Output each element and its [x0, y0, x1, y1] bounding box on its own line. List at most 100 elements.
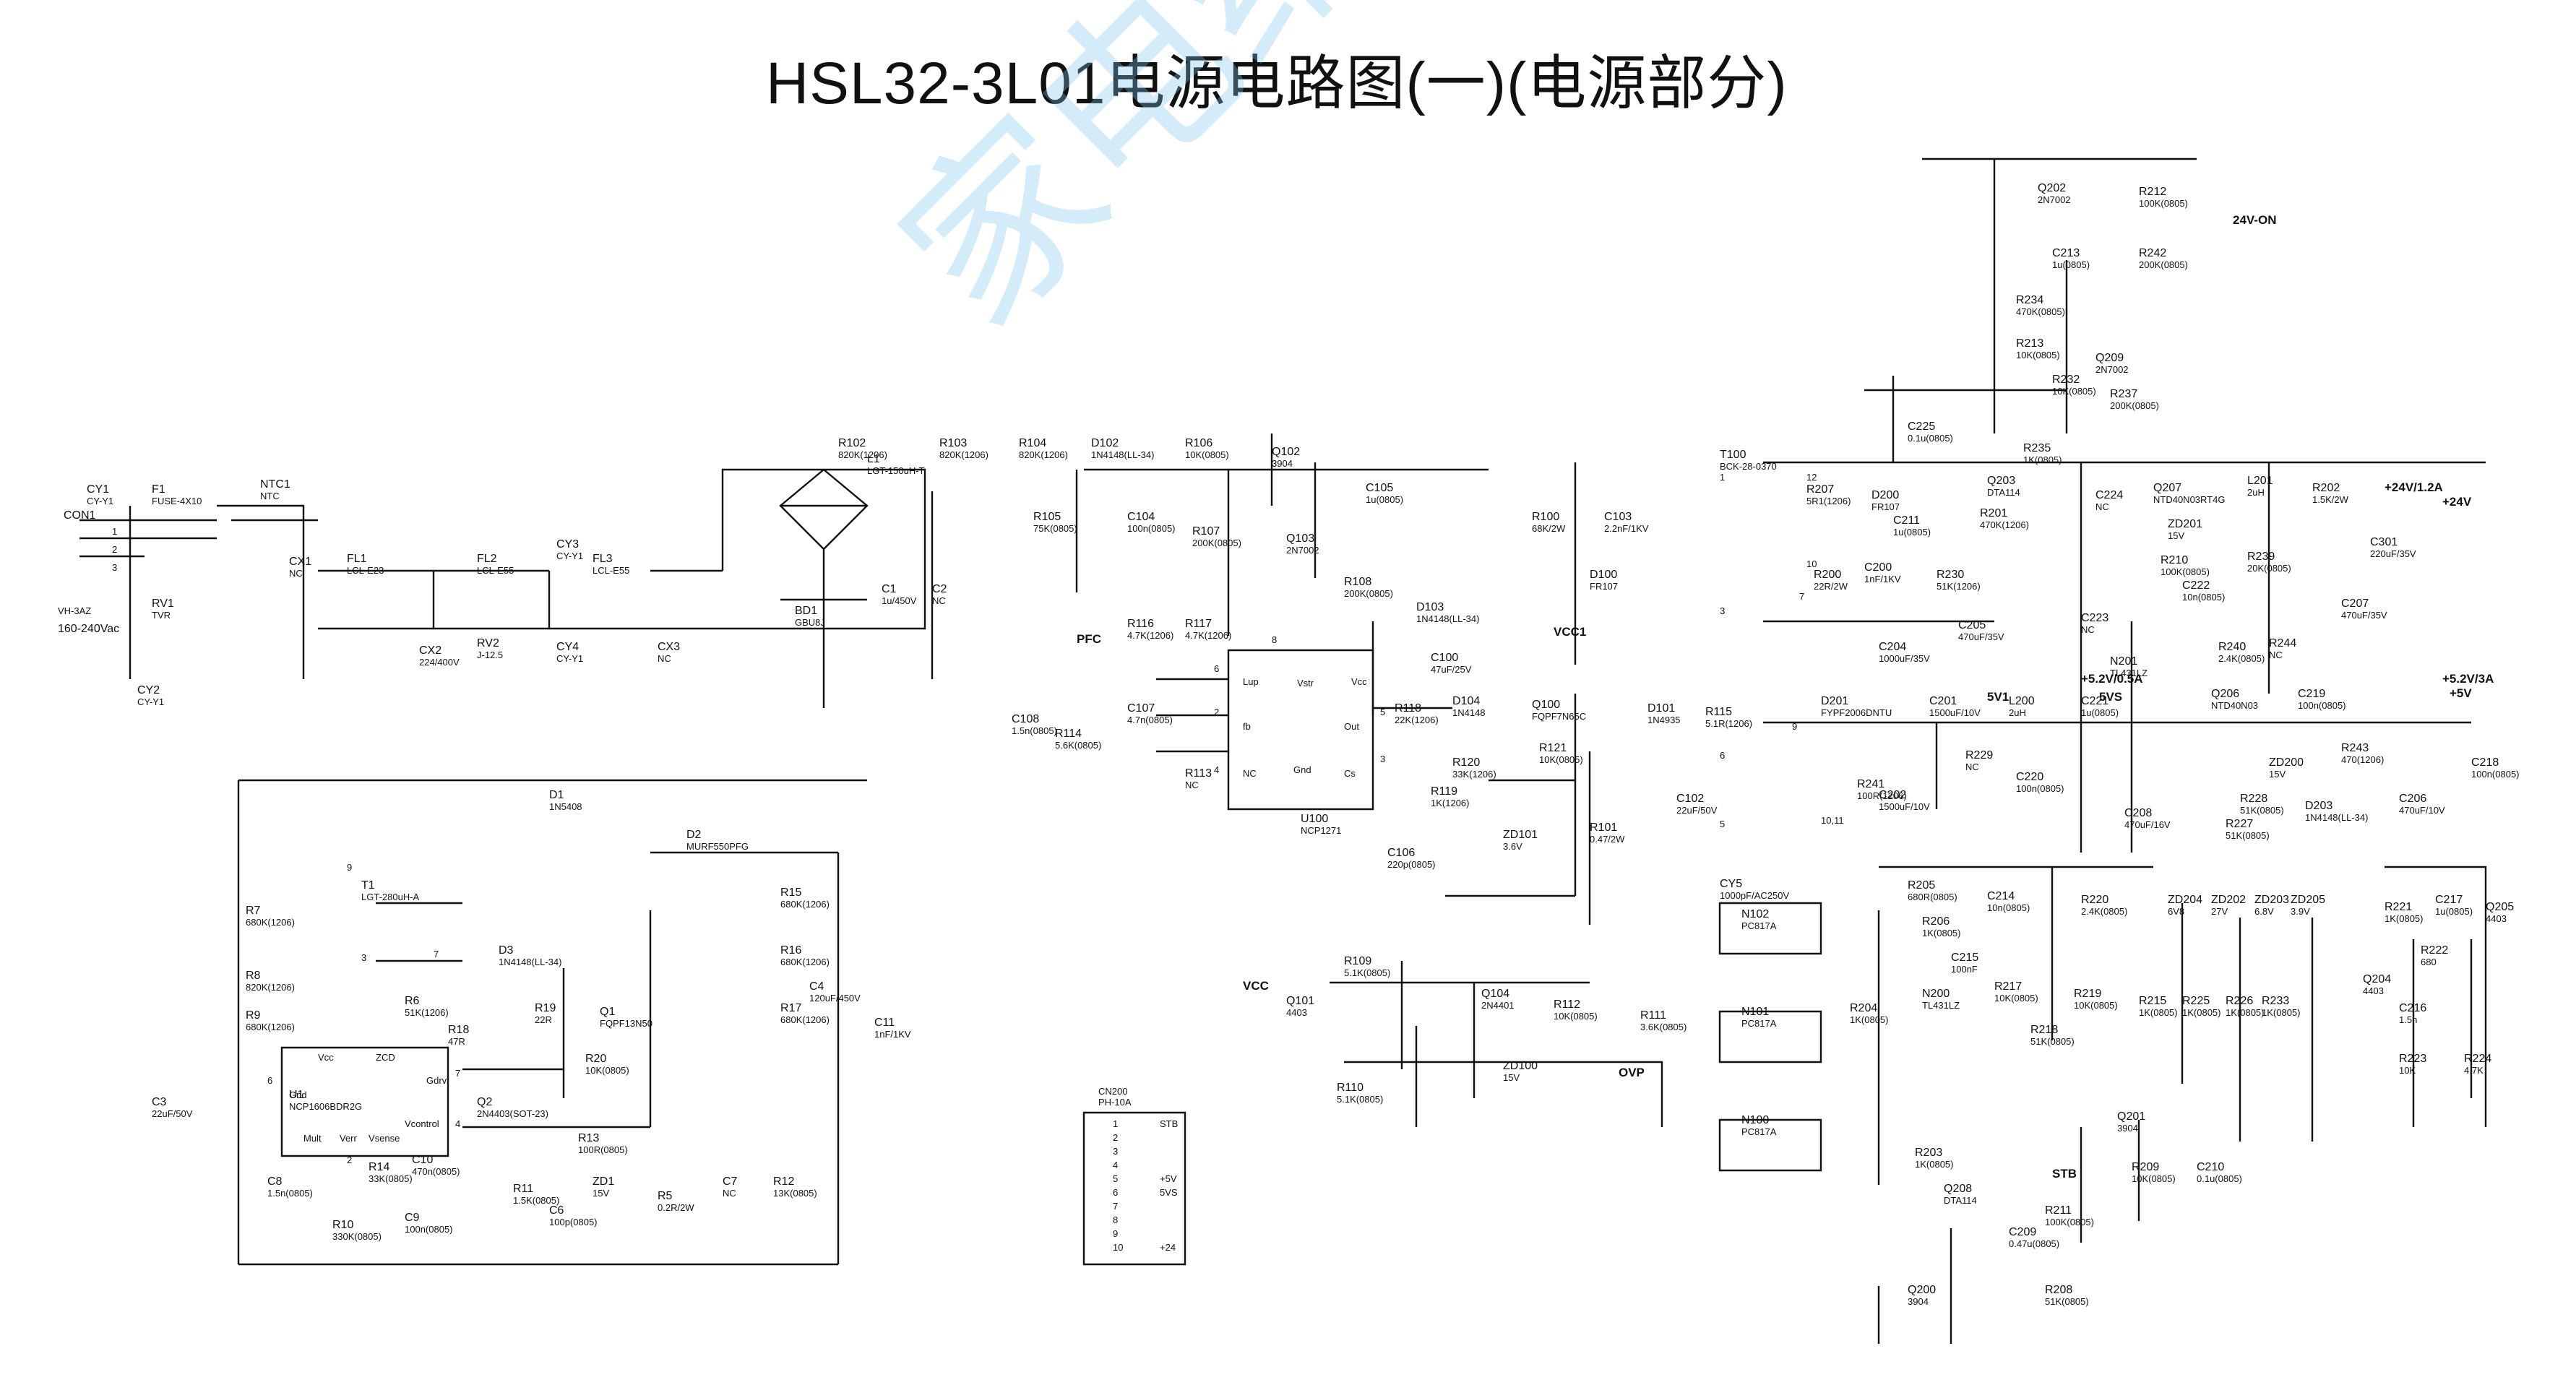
component-ref: C104 [1127, 511, 1155, 523]
component-ref: C106 [1387, 847, 1415, 859]
component-ref: ZD101 [1503, 829, 1538, 841]
u100-pin-vcc: Vcc [1351, 676, 1367, 687]
component-ref: Q103 [1286, 532, 1314, 545]
component-value: 10K(0805) [2074, 1000, 2118, 1011]
cn200-pin-number: 5 [1113, 1173, 1118, 1184]
net-label-vs5: 5VS [2099, 690, 2122, 704]
component-value: 1N5408 [549, 801, 582, 812]
component-ref: FL2 [477, 553, 497, 565]
component-value: 51K(0805) [2045, 1296, 2089, 1307]
component-ref: Q206 [2211, 688, 2239, 700]
component-ref: Q200 [1908, 1284, 1936, 1296]
net-label-out_5_2v_0_5a: +5.2V/0.5A [2081, 672, 2143, 686]
component-ref: R120 [1452, 756, 1480, 769]
component-value: PC817A [1741, 1126, 1777, 1137]
component-value: 1N4148(LL-34) [499, 957, 561, 967]
component-ref: C216 [2399, 1002, 2426, 1014]
component-value: 51K(0805) [2240, 805, 2284, 816]
net-label-pfc: PFC [1077, 632, 1101, 646]
component-value: 1000uF/35V [1879, 653, 1930, 664]
t1-pin-p7: 7 [434, 949, 439, 959]
component-value: 1u/450V [882, 595, 917, 606]
component-ref: R15 [780, 886, 801, 899]
u100-pin-num5: 5 [1380, 707, 1385, 717]
component-value: 10n(0805) [1987, 902, 2030, 913]
component-ref: BD1 [795, 605, 817, 617]
con1-pin: 3 [112, 562, 117, 573]
component-value: NTD40N03RT4G [2153, 494, 2225, 505]
component-value: 820K(1206) [246, 982, 295, 993]
component-value: 4403 [2486, 913, 2507, 924]
component-ref: ZD204 [2168, 894, 2202, 906]
component-value: 1nF/1KV [874, 1029, 911, 1040]
component-ref: R241 [1857, 778, 1884, 790]
component-ref: C220 [2016, 771, 2043, 783]
component-ref: R237 [2110, 388, 2137, 400]
component-ref: R10 [332, 1219, 353, 1231]
component-value: 22R/2W [1814, 581, 1848, 592]
component-ref: R227 [2226, 818, 2253, 830]
component-ref: R14 [369, 1161, 389, 1173]
component-value: DTA114 [1987, 487, 2020, 498]
component-ref: Q204 [2363, 973, 2391, 985]
component-ref: D201 [1821, 695, 1848, 707]
component-value: 51K(1206) [1937, 581, 1981, 592]
component-ref: R110 [1337, 1082, 1364, 1094]
cn200-pin-number: 9 [1113, 1228, 1118, 1239]
component-value: 100R(1206) [1857, 790, 1907, 801]
component-ref: R233 [2262, 995, 2289, 1007]
u100-pin-vstr: Vstr [1297, 678, 1314, 689]
component-value: 470K(1206) [1980, 519, 2029, 530]
component-value: 1u(0805) [1893, 527, 1931, 538]
component-ref: R11 [513, 1183, 533, 1195]
component-value: 10K(0805) [2016, 350, 2060, 361]
component-ref: R232 [2052, 374, 2080, 386]
component-value: 10K(0805) [2132, 1173, 2176, 1184]
component-ref: R12 [773, 1175, 794, 1188]
component-ref: R18 [448, 1024, 469, 1036]
component-value: FUSE-4X10 [152, 496, 202, 506]
component-ref: R5 [658, 1190, 673, 1202]
component-value: 6.8V [2254, 906, 2274, 917]
component-value: 3.6V [1503, 841, 1522, 852]
component-value: FR107 [1590, 581, 1618, 592]
component-value: 1500uF/10V [1929, 707, 1981, 718]
component-ref: Q207 [2153, 482, 2181, 494]
component-ref: D2 [686, 829, 702, 841]
component-value: 5R1(1206) [1806, 496, 1851, 506]
cn200-pin-number: 10 [1113, 1242, 1123, 1253]
component-ref: C100 [1431, 652, 1458, 664]
component-ref: C209 [2009, 1226, 2036, 1238]
component-value: NC [932, 595, 946, 606]
component-value: 51K(1206) [405, 1007, 449, 1018]
component-ref: R221 [2385, 901, 2412, 913]
con1-pin: 2 [112, 544, 117, 555]
component-ref: C1 [882, 583, 897, 595]
component-value: 820K(1206) [1019, 449, 1068, 460]
component-ref: R226 [2226, 995, 2253, 1007]
component-ref: FL3 [593, 553, 613, 565]
component-value: 1K(0805) [1850, 1014, 1888, 1025]
component-labels: F1FUSE-4X10CY1CY-Y1CY2CY-Y1CY3CY-Y1CY4CY… [58, 182, 2520, 1307]
component-value: 4.7K [2464, 1065, 2484, 1076]
net-label-vcc1: VCC1 [1554, 625, 1586, 639]
component-ref: CY2 [137, 684, 160, 696]
component-ref: C108 [1012, 713, 1039, 725]
component-ref: C225 [1908, 420, 1935, 433]
component-value: FR107 [1871, 501, 1900, 512]
component-ref: R217 [1994, 980, 2022, 993]
component-ref: FL1 [347, 553, 367, 565]
component-ref: T100 [1720, 449, 1746, 461]
component-ref: R108 [1344, 576, 1371, 588]
component-value: 2uH [2009, 707, 2026, 718]
component-ref: Q201 [2117, 1110, 2145, 1123]
component-ref: ZD205 [2291, 894, 2325, 906]
component-value: 470K(0805) [2016, 306, 2065, 317]
component-value: 680K(1206) [246, 1022, 295, 1032]
component-ref: R200 [1814, 569, 1841, 581]
component-ref: D200 [1871, 489, 1899, 501]
component-value: 220uF/35V [2370, 548, 2416, 559]
component-value: 224/400V [419, 657, 460, 668]
component-value: GBU8J [795, 617, 825, 628]
